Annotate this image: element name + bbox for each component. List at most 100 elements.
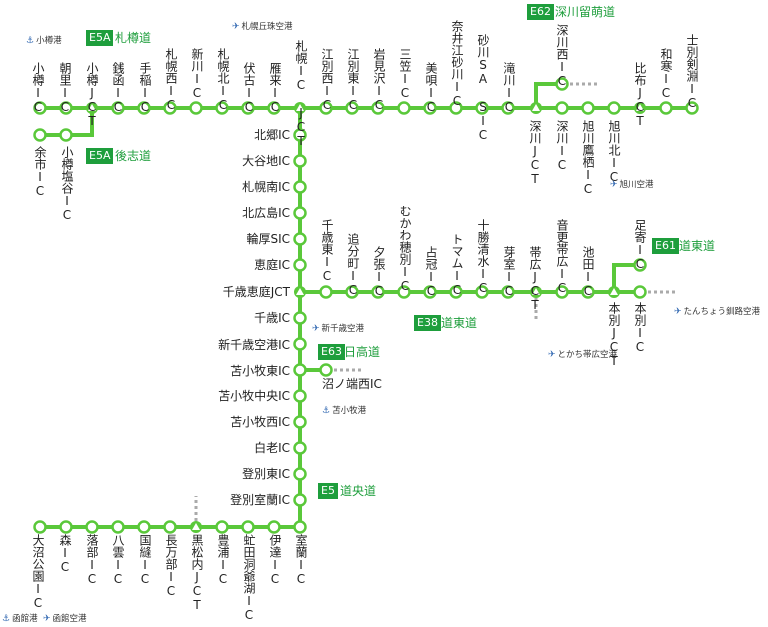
station-label[interactable]: 芽室IC — [502, 246, 516, 298]
interchange-marker[interactable] — [633, 258, 647, 272]
station-label[interactable]: 札幌IC JCT — [294, 40, 308, 148]
station-label[interactable]: 新川IC — [190, 48, 204, 100]
station-label[interactable]: 江別東IC — [346, 48, 360, 112]
interchange-marker[interactable] — [555, 285, 569, 299]
interchange-marker[interactable] — [501, 285, 515, 299]
interchange-marker[interactable] — [293, 363, 307, 377]
interchange-marker[interactable] — [293, 389, 307, 403]
interchange-marker[interactable] — [449, 101, 463, 115]
station-label[interactable]: 豊浦IC — [216, 534, 230, 586]
interchange-marker[interactable] — [215, 101, 229, 115]
interchange-marker[interactable] — [449, 285, 463, 299]
station-label[interactable]: 新千歳空港IC — [218, 338, 290, 352]
station-label[interactable]: 苫小牧東IC — [230, 364, 290, 378]
station-label[interactable]: 落部IC — [85, 534, 99, 586]
station-label[interactable]: 輪厚SIC — [246, 232, 290, 246]
station-label[interactable]: 池田IC — [581, 246, 595, 298]
station-label[interactable]: 滝川IC — [502, 62, 516, 114]
station-label[interactable]: 和寒IC — [659, 48, 673, 100]
station-label[interactable]: 恵庭IC — [254, 258, 290, 272]
interchange-marker[interactable] — [345, 101, 359, 115]
station-label[interactable]: 手稲IC — [138, 62, 152, 114]
station-label[interactable]: 八雲IC — [111, 534, 125, 586]
interchange-marker[interactable] — [33, 520, 47, 534]
interchange-marker[interactable] — [397, 285, 411, 299]
station-label[interactable]: 小樽塩谷IC — [60, 146, 74, 222]
station-label[interactable]: 室蘭IC — [294, 534, 308, 586]
interchange-marker[interactable] — [293, 128, 307, 142]
interchange-marker[interactable] — [241, 101, 255, 115]
station-label[interactable]: 士別剣淵IC — [685, 34, 699, 110]
station-label[interactable]: 札幌西IC — [164, 48, 178, 112]
station-label[interactable]: 余市IC — [33, 146, 47, 198]
station-label[interactable]: むかわ穂別IC — [398, 205, 412, 293]
station-label[interactable]: 黒松内JCT — [190, 534, 204, 612]
station-label[interactable]: 苫小牧西IC — [230, 415, 290, 429]
interchange-marker[interactable] — [293, 232, 307, 246]
interchange-marker[interactable] — [293, 154, 307, 168]
interchange-marker[interactable] — [423, 285, 437, 299]
station-label[interactable]: 長万部IC — [164, 534, 178, 598]
station-label[interactable]: 本別IC — [633, 302, 647, 354]
station-label[interactable]: 追分町IC — [346, 233, 360, 297]
station-label[interactable]: 深川IC — [555, 120, 569, 172]
interchange-marker[interactable] — [137, 101, 151, 115]
station-label[interactable]: 小樽JCT — [85, 62, 99, 128]
station-label[interactable]: 足寄IC — [633, 219, 647, 271]
station-label[interactable]: 深川JCT — [528, 120, 542, 186]
interchange-marker[interactable] — [33, 128, 47, 142]
station-label[interactable]: 虻田洞爺湖IC — [242, 534, 256, 622]
station-label[interactable]: 岩見沢IC — [372, 48, 386, 112]
interchange-marker[interactable] — [293, 311, 307, 325]
station-label[interactable]: 本別JCT — [607, 302, 621, 368]
interchange-marker[interactable] — [501, 101, 515, 115]
station-label[interactable]: 苫小牧中央IC — [218, 389, 290, 403]
interchange-marker[interactable] — [371, 101, 385, 115]
interchange-marker[interactable] — [59, 101, 73, 115]
station-label[interactable]: 北広島IC — [242, 206, 290, 220]
station-label[interactable]: 比布JCT — [633, 62, 647, 128]
interchange-marker[interactable] — [59, 128, 73, 142]
station-label[interactable]: 音更帯広IC — [555, 219, 569, 295]
interchange-marker[interactable] — [345, 285, 359, 299]
station-label[interactable]: 大谷地IC — [242, 154, 290, 168]
station-label[interactable]: トマムIC — [450, 233, 464, 297]
station-label[interactable]: 北郷IC — [254, 128, 290, 142]
station-label[interactable]: 千歳IC — [254, 311, 290, 325]
interchange-marker[interactable] — [293, 467, 307, 481]
interchange-marker[interactable] — [163, 520, 177, 534]
station-label[interactable]: 帯広JCT — [528, 246, 542, 312]
station-label[interactable]: 登別東IC — [242, 467, 290, 481]
station-label[interactable]: 旭川鷹栖IC — [581, 120, 595, 196]
station-label[interactable]: 国縫IC — [138, 534, 152, 586]
interchange-marker[interactable] — [293, 415, 307, 429]
station-label[interactable]: 奈井江砂川IC — [450, 20, 464, 108]
station-label[interactable]: 伏古IC — [242, 62, 256, 114]
station-label[interactable]: 占冠IC — [424, 246, 438, 298]
station-label[interactable]: 白老IC — [254, 441, 290, 455]
interchange-marker[interactable] — [319, 285, 333, 299]
interchange-marker[interactable] — [293, 337, 307, 351]
interchange-marker[interactable] — [241, 520, 255, 534]
interchange-marker[interactable] — [293, 493, 307, 507]
interchange-marker[interactable] — [607, 101, 621, 115]
interchange-marker[interactable] — [293, 180, 307, 194]
interchange-marker[interactable] — [319, 101, 333, 115]
interchange-marker[interactable] — [581, 285, 595, 299]
interchange-marker[interactable] — [659, 101, 673, 115]
station-label[interactable]: 夕張IC — [372, 246, 386, 298]
interchange-marker[interactable] — [685, 101, 699, 115]
interchange-marker[interactable] — [319, 363, 333, 377]
interchange-marker[interactable] — [267, 520, 281, 534]
station-label[interactable]: 小樽IC — [31, 62, 45, 114]
station-label[interactable]: 十勝清水IC — [476, 219, 490, 295]
interchange-marker[interactable] — [475, 285, 489, 299]
station-label[interactable]: 千歳東IC — [320, 219, 334, 283]
station-label[interactable]: 伊達IC — [268, 534, 282, 586]
station-label[interactable]: 三笠IC — [398, 48, 412, 100]
interchange-marker[interactable] — [137, 520, 151, 534]
interchange-marker[interactable] — [633, 285, 647, 299]
station-label[interactable]: 森IC — [58, 534, 72, 574]
station-label[interactable]: 美唄IC — [424, 62, 438, 114]
interchange-marker[interactable] — [293, 520, 307, 534]
